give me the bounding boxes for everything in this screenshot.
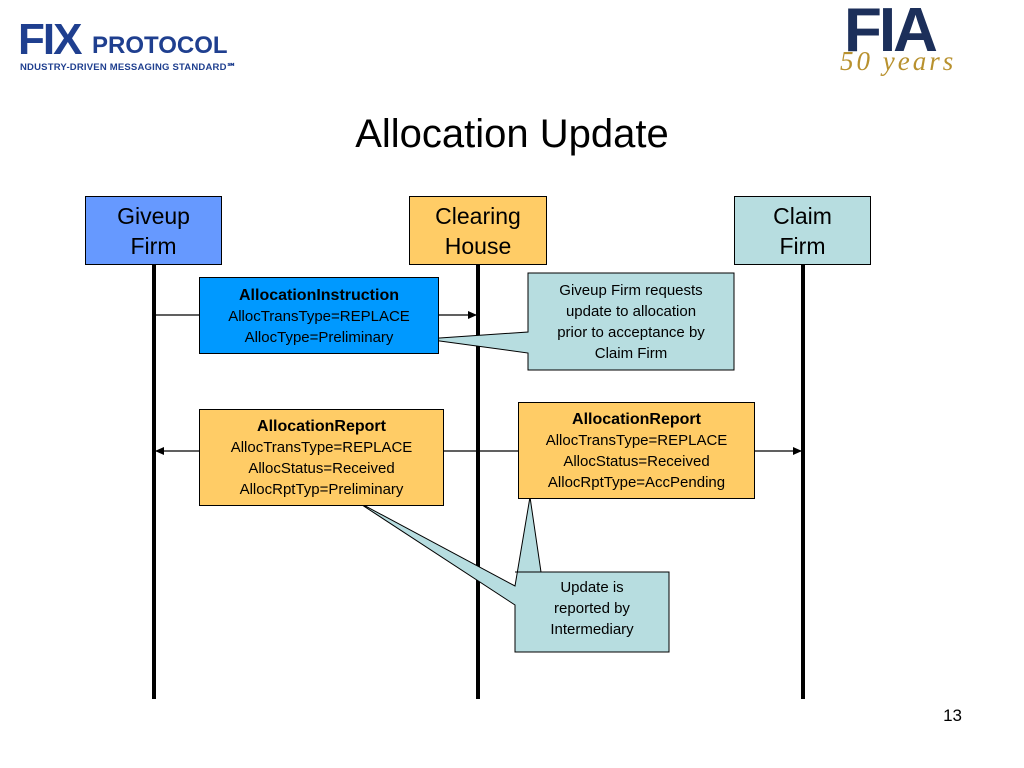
callout-top-shape [424, 272, 735, 371]
callout-bottom-line: Intermediary [550, 621, 634, 638]
party-giveup-line1: Giveup [117, 202, 190, 229]
message-field: AllocStatus=Received [563, 453, 710, 470]
party-claim-line2: Firm [779, 232, 826, 259]
callout-top-line: Giveup Firm requests [559, 282, 703, 299]
fix-protocol-logo: FIX PROTOCOL NDUSTRY-DRIVEN MESSAGING ST… [18, 18, 248, 78]
callout-bottom-shape [355, 496, 670, 653]
party-claim-firm: Claim Firm [734, 196, 871, 265]
lifeline-giveup-firm [152, 265, 156, 699]
slide-title: Allocation Update [355, 112, 669, 156]
callout-bottom: Update is reported by Intermediary [515, 577, 669, 640]
message-field: AllocTransType=REPLACE [228, 308, 410, 325]
message-field: AllocRptType=AccPending [547, 474, 726, 491]
message-allocation-report-giveup: AllocationReport AllocTransType=REPLACE … [199, 409, 444, 506]
message-title: AllocationInstruction [239, 287, 399, 304]
message-allocation-report-claim: AllocationReport AllocTransType=REPLACE … [518, 402, 755, 499]
callout-bottom-line: reported by [554, 600, 630, 617]
callout-top-line: update to allocation [565, 303, 697, 320]
message-field: AllocStatus=Received [248, 460, 395, 477]
party-giveup-line2: Firm [130, 232, 177, 259]
party-giveup-firm: Giveup Firm [85, 196, 222, 265]
fix-logo-tagline: NDUSTRY-DRIVEN MESSAGING STANDARD℠ [20, 62, 237, 73]
fix-logo-protocol: PROTOCOL [92, 32, 228, 59]
callout-top: Giveup Firm requests update to allocatio… [528, 280, 734, 364]
message-field: AllocRptTyp=Preliminary [239, 481, 404, 498]
fia-logo-letters: FIA [844, 0, 938, 65]
party-clearing-house: Clearing House [409, 196, 547, 265]
fia-logo-years: 50 years [840, 46, 957, 76]
callout-top-line: Claim Firm [594, 345, 668, 362]
message-field: AllocType=Preliminary [244, 329, 394, 346]
message-field: AllocTransType=REPLACE [545, 432, 728, 449]
party-claim-line1: Claim [773, 202, 832, 229]
page-number: 13 [943, 706, 962, 725]
fix-logo-letters: FIX [18, 15, 82, 64]
message-title: AllocationReport [257, 418, 386, 435]
message-allocation-instruction: AllocationInstruction AllocTransType=REP… [199, 277, 439, 354]
fia-logo: FIA 50 years [830, 0, 1010, 88]
lifeline-claim-firm [801, 265, 805, 699]
callout-bottom-line: Update is [560, 579, 624, 596]
message-title: AllocationReport [572, 411, 701, 428]
callout-top-line: prior to acceptance by [557, 324, 705, 341]
party-clearing-line1: Clearing [435, 202, 521, 229]
party-clearing-line2: House [444, 232, 512, 259]
message-field: AllocTransType=REPLACE [230, 439, 413, 456]
lifeline-clearing-house [476, 265, 480, 699]
